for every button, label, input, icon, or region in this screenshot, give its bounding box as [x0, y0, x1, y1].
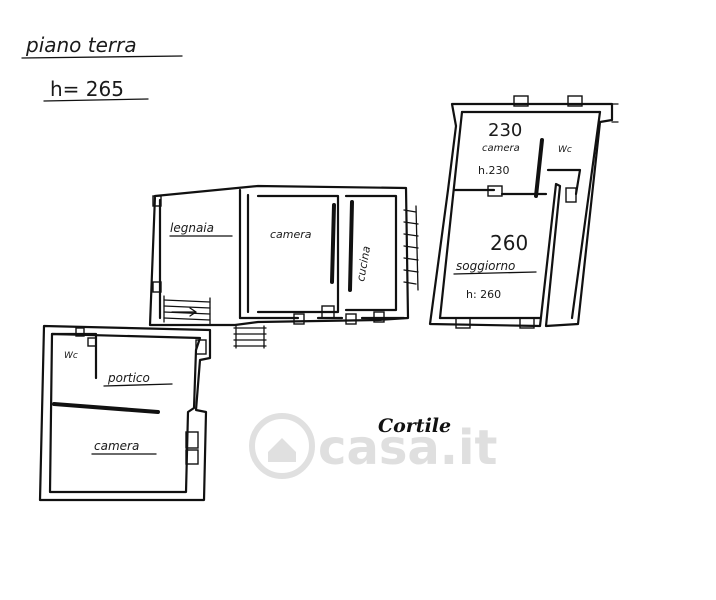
header-notes: piano terra h= 265 — [21, 33, 183, 102]
door-mark — [565, 187, 577, 203]
watermark-logo-icon — [249, 413, 315, 479]
staircase-legnaia — [163, 295, 211, 325]
wc-right-label: Wc — [558, 145, 572, 155]
wc-left-label: Wc — [64, 351, 78, 361]
camera-small-number: 230 — [488, 120, 522, 141]
soggiorno-number: 260 — [490, 231, 528, 255]
portico-wc-wall — [50, 332, 98, 380]
cucina-inner-outline — [344, 194, 398, 312]
courtyard-label: Cortile — [378, 415, 451, 437]
window-mark — [567, 95, 583, 107]
room-label-legnaia: legnaia — [170, 221, 214, 235]
portico-underline — [103, 383, 173, 387]
middle-outline — [148, 184, 410, 327]
window-mark — [373, 311, 385, 323]
watermark-house-icon — [268, 438, 296, 462]
height-label-underline — [43, 98, 149, 102]
pillar-mark — [75, 327, 85, 337]
room-label-camera-upper: camera — [270, 228, 312, 241]
floor-label-underline — [21, 55, 183, 59]
watermark-text: casa.it — [318, 420, 497, 476]
window-mark — [321, 305, 335, 319]
right-block: 230 camera h.230 Wc 260 soggiorno h: 260 — [428, 95, 619, 329]
soggiorno-underline — [453, 271, 537, 275]
window-mark — [293, 313, 305, 325]
height-label: h= 265 — [50, 77, 124, 101]
middle-block: legnaia camera cucina — [148, 184, 419, 349]
room-label-soggiorno: soggiorno — [456, 259, 515, 273]
window-mark — [345, 313, 357, 325]
right-right-inner-wall — [570, 110, 602, 320]
window-mark — [455, 317, 471, 329]
staircase-right — [403, 205, 419, 291]
window-mark — [519, 317, 535, 329]
pillar-mark — [87, 337, 97, 347]
watermark: casa.it — [249, 413, 497, 479]
floor-label: piano terra — [25, 33, 137, 57]
right-left-inner-wall — [438, 110, 464, 320]
room-label-camera-lower: camera — [94, 439, 139, 453]
room-label-cucina: cucina — [354, 245, 373, 283]
room-label-portico: portico — [107, 371, 150, 385]
camera-small-height: h.230 — [478, 164, 509, 177]
room-label-camera-small: camera — [482, 143, 520, 154]
camera-cucina-partition — [330, 203, 336, 284]
window-mark — [185, 449, 199, 465]
wc-right-wall — [546, 168, 582, 196]
camera-soggiorno-wall — [452, 188, 548, 196]
lower-left-block: Wc portico camera — [38, 324, 212, 502]
window-mark — [513, 95, 529, 107]
soggiorno-height: h: 260 — [466, 288, 501, 301]
door-mark — [487, 185, 503, 197]
pillar-mark — [152, 195, 162, 207]
building-edge — [611, 103, 619, 123]
window-mark — [185, 431, 199, 449]
pillar-mark — [152, 281, 162, 293]
portico-camera-partition — [52, 402, 160, 414]
right-outline — [428, 102, 614, 328]
door-mark — [195, 339, 207, 355]
cucina-counter — [348, 200, 354, 292]
camera-inner-outline — [256, 194, 340, 314]
staircase-small — [233, 325, 267, 349]
lower-outline — [38, 324, 212, 502]
camera-wc-partition — [534, 138, 544, 198]
